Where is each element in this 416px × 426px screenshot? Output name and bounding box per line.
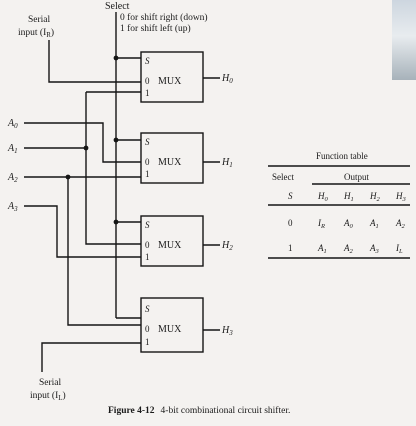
svg-text:S: S [145, 220, 150, 230]
svg-text:MUX: MUX [158, 157, 182, 168]
mux-3: S 0 1 MUX [140, 297, 204, 353]
serial-right-line1: Serial [28, 15, 51, 25]
select-label: Select [105, 1, 130, 12]
svg-text:A2: A2 [395, 218, 406, 230]
serial-left-line1: Serial [39, 378, 62, 388]
input-a2-label: A2 [7, 172, 18, 184]
table-header-output: Output [344, 172, 370, 182]
table-row: 0 IR A0 A1 A2 [288, 218, 406, 230]
table-sub-h3: H3 [395, 191, 407, 203]
serial-right-wire [48, 40, 141, 83]
a2-junction [65, 174, 71, 180]
svg-text:0: 0 [288, 218, 293, 228]
input-a3-label: A3 [7, 201, 18, 213]
table-sub-h2: H2 [369, 191, 381, 203]
function-table-title: Function table [316, 151, 368, 161]
mux-1: S 0 1 MUX [140, 132, 204, 184]
select-desc-right: 0 for shift right (down) [120, 12, 208, 23]
serial-right-line2: input (IR) [18, 27, 54, 39]
svg-text:S: S [145, 56, 150, 66]
svg-text:IR: IR [317, 218, 325, 230]
svg-text:1: 1 [145, 337, 150, 347]
svg-text:A0: A0 [343, 218, 354, 230]
svg-text:A1: A1 [369, 218, 379, 230]
mux1-select-junction [113, 137, 119, 143]
input-a0-label: A0 [7, 118, 18, 130]
svg-text:0: 0 [145, 76, 150, 86]
table-sub-h1: H1 [343, 191, 354, 203]
svg-text:S: S [145, 137, 150, 147]
svg-text:S: S [145, 304, 150, 314]
svg-text:MUX: MUX [158, 76, 182, 87]
function-table: Function table Select Output S H0 H1 H2 … [268, 151, 410, 259]
table-sub-h0: H0 [317, 191, 329, 203]
svg-text:1: 1 [145, 252, 150, 262]
svg-text:A2: A2 [343, 243, 354, 255]
mux2-output-label: H2 [221, 240, 233, 252]
serial-left-wire [41, 342, 141, 372]
mux3-output-label: H3 [221, 325, 233, 337]
svg-text:0: 0 [145, 324, 150, 334]
svg-text:IL: IL [395, 243, 403, 255]
table-sub-s: S [288, 191, 293, 201]
mux0-output-label: H0 [221, 73, 233, 85]
a0-wire [24, 122, 141, 163]
a2-wire [24, 176, 141, 326]
input-a1-label: A1 [7, 143, 18, 155]
select-desc-left: 1 for shift left (up) [120, 23, 191, 34]
svg-text:MUX: MUX [158, 324, 182, 335]
serial-left-line2: input (IL) [30, 390, 66, 402]
a3-wire [24, 205, 141, 258]
a1-junction [83, 145, 89, 151]
svg-text:A1: A1 [317, 243, 327, 255]
mux-2: S 0 1 MUX [140, 215, 204, 267]
svg-text:1: 1 [145, 169, 150, 179]
svg-text:1: 1 [145, 88, 150, 98]
svg-text:1: 1 [288, 243, 293, 253]
svg-text:A3: A3 [369, 243, 380, 255]
mux-0: S 0 1 MUX [140, 51, 204, 103]
a1-wire [24, 147, 141, 245]
table-row: 1 A1 A2 A3 IL [288, 243, 403, 255]
mux2-select-junction [113, 219, 119, 225]
svg-text:0: 0 [145, 240, 150, 250]
mux0-select-junction [113, 55, 119, 61]
table-header-select: Select [272, 172, 294, 182]
mux1-output-label: H1 [221, 157, 233, 169]
background-photo-strip [392, 0, 416, 80]
svg-text:0: 0 [145, 157, 150, 167]
svg-text:MUX: MUX [158, 240, 182, 251]
